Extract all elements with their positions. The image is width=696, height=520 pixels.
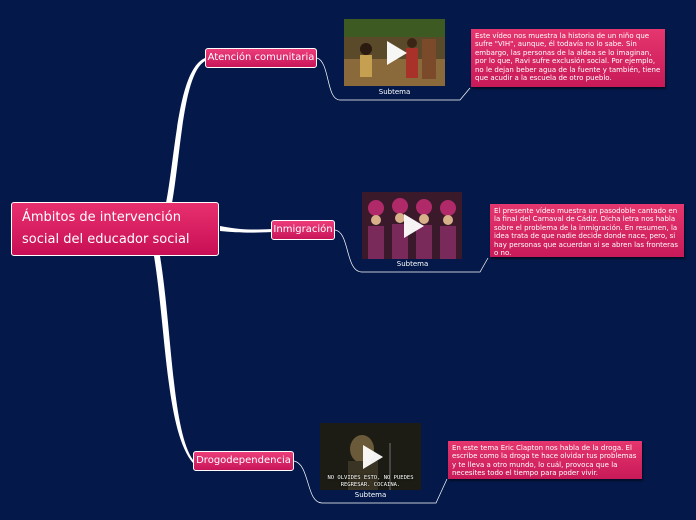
branch-atencion-comunitaria[interactable]: Atención comunitaria [205, 48, 317, 68]
branch-inmigracion[interactable]: Inmigración [271, 220, 335, 240]
connector-inmigracion-to-subtema [334, 229, 489, 273]
play-icon [386, 40, 407, 65]
connector-central-to-atencion [166, 58, 205, 203]
connector-central-to-inmigracion [220, 226, 272, 233]
video-thumbnail-drogodependencia[interactable]: NO OLVIDES ESTO, NO PUEDES REGRESAR. COC… [320, 423, 421, 490]
branch-label: Drogodependencia [196, 455, 291, 466]
connector-drogodependencia-to-subtema [293, 460, 448, 504]
play-icon [362, 444, 383, 469]
play-icon [404, 213, 424, 238]
subtopic-label-drogodependencia: Subtema [354, 491, 387, 499]
subtopic-label-inmigracion: Subtema [396, 260, 429, 268]
note-inmigracion: El presente vídeo muestra un pasodoble c… [490, 204, 684, 257]
video-thumbnail-atencion[interactable] [344, 19, 445, 86]
central-topic[interactable]: Ámbitos de intervención social del educa… [11, 202, 219, 256]
note-atencion: Este vídeo nos muestra la historia de un… [471, 29, 665, 87]
central-topic-label: Ámbitos de intervención social del educa… [22, 210, 190, 247]
video-subtitle: NO OLVIDES ESTO, NO PUEDES REGRESAR. COC… [327, 475, 414, 488]
branch-label: Atención comunitaria [207, 52, 315, 63]
branch-label: Inmigración [273, 224, 333, 235]
connector-central-to-drogodependencia [154, 256, 193, 463]
branch-drogodependencia[interactable]: Drogodependencia [193, 451, 294, 471]
note-text: En este tema Eric Clapton nos habla de l… [452, 444, 637, 478]
note-drogodependencia: En este tema Eric Clapton nos habla de l… [448, 441, 642, 479]
subtopic-label-atencion: Subtema [378, 88, 411, 96]
note-text: Este vídeo nos muestra la historia de un… [475, 32, 661, 83]
note-text: El presente vídeo muestra un pasodoble c… [494, 207, 678, 258]
connector-atencion-to-subtema [316, 57, 471, 101]
video-thumbnail-inmigracion[interactable] [362, 192, 462, 259]
